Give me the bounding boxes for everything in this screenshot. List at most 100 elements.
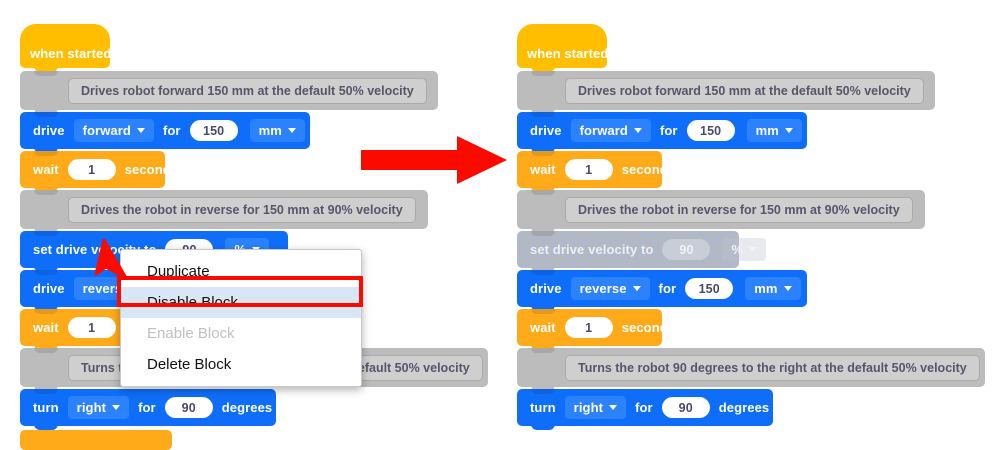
block-notch-top	[531, 389, 555, 394]
block-clipped-bottom[interactable]	[20, 430, 172, 450]
direction-dropdown[interactable]: reverse	[570, 277, 650, 300]
block-wait[interactable]: wait 1 seconds	[517, 309, 675, 350]
block-notch-top	[34, 112, 58, 117]
chevron-down-icon	[609, 405, 618, 410]
block-notch	[531, 342, 555, 350]
unit-dropdown[interactable]: mm	[746, 119, 802, 142]
unit-value: mm	[755, 123, 779, 138]
block-notch-top	[531, 151, 555, 156]
block-notch-top	[34, 231, 58, 236]
block-notch	[34, 145, 58, 153]
for-label: for	[138, 400, 156, 415]
block-notch-top	[531, 190, 555, 195]
menu-item-duplicate[interactable]: Duplicate	[147, 263, 210, 280]
block-notch-top	[34, 151, 58, 156]
turn-direction-dropdown[interactable]: right	[67, 396, 130, 419]
menu-item-delete-block[interactable]: Delete Block	[147, 356, 232, 373]
run-arrow-icon[interactable]	[814, 282, 825, 295]
block-wait[interactable]: wait 1 seconds	[517, 151, 675, 192]
turn-verb: turn	[530, 400, 556, 415]
wait-unit-label: seconds	[124, 162, 179, 177]
block-notch-top	[34, 348, 58, 353]
run-arrow-icon[interactable]	[815, 124, 826, 137]
unit-dropdown[interactable]: mm	[249, 119, 305, 142]
comment-block[interactable]: Drives robot forward 150 mm at the defau…	[20, 71, 438, 114]
block-drive-reverse[interactable]: drive reverse for 150 mm	[517, 270, 825, 311]
menu-item-disable-block[interactable]: Disable Block	[121, 287, 361, 318]
block-notch	[34, 422, 58, 430]
unit-dropdown[interactable]: mm	[745, 277, 801, 300]
comment-text: Drives the robot in reverse for 150 mm a…	[68, 196, 416, 223]
velocity-label: set drive velocity to	[530, 242, 654, 257]
unit-value: mm	[754, 281, 778, 296]
for-label: for	[635, 400, 653, 415]
block-notch	[531, 184, 555, 192]
block-drive-forward[interactable]: drive forward for 150 mm	[517, 112, 826, 153]
block-turn-right[interactable]: turn right for 90 degrees	[20, 389, 294, 430]
wait-seconds-input[interactable]: 1	[67, 159, 116, 180]
block-notch	[531, 383, 555, 391]
block-notch-top	[531, 71, 555, 76]
angle-unit-label: degrees	[718, 400, 770, 415]
block-set-drive-velocity-disabled[interactable]: set drive velocity to 90 %	[517, 231, 767, 272]
direction-dropdown[interactable]: forward	[73, 119, 154, 142]
velocity-unit-value: %	[731, 242, 744, 257]
block-notch-top	[34, 309, 58, 314]
run-arrow-icon[interactable]	[780, 401, 791, 414]
right-arrow-icon	[361, 136, 507, 184]
chevron-down-icon	[287, 128, 296, 133]
turn-direction-dropdown[interactable]: right	[564, 396, 627, 419]
distance-input[interactable]: 150	[685, 278, 734, 299]
drive-verb: drive	[33, 281, 65, 296]
chevron-down-icon	[783, 286, 792, 291]
chevron-down-icon	[136, 128, 145, 133]
block-notch	[531, 303, 555, 311]
block-notch-top	[34, 270, 58, 275]
block-notch-top	[531, 309, 555, 314]
wait-seconds-input[interactable]: 1	[564, 317, 613, 338]
comment-block[interactable]: Drives the robot in reverse for 150 mm a…	[20, 190, 428, 233]
mouse-pointer-icon	[94, 238, 128, 280]
angle-input[interactable]: 90	[661, 397, 710, 418]
block-notch	[34, 264, 58, 272]
angle-unit-label: degrees	[221, 400, 273, 415]
unit-value: mm	[258, 123, 282, 138]
block-when-started[interactable]: when started	[517, 24, 608, 72]
menu-item-enable-block: Enable Block	[147, 325, 235, 342]
block-notch	[531, 225, 555, 233]
velocity-unit-dropdown[interactable]: %	[722, 238, 767, 261]
chevron-down-icon	[632, 286, 641, 291]
run-arrow-icon[interactable]	[318, 124, 329, 137]
distance-input[interactable]: 150	[686, 120, 735, 141]
wait-verb: wait	[530, 320, 556, 335]
block-drive-forward[interactable]: drive forward for 150 mm	[20, 112, 329, 153]
wait-seconds-input[interactable]: 1	[564, 159, 613, 180]
block-notch	[34, 184, 58, 192]
wait-seconds-input[interactable]: 1	[67, 317, 116, 338]
block-notch	[531, 264, 555, 272]
block-notch-top	[531, 231, 555, 236]
block-label: when started	[30, 46, 112, 61]
block-notch	[34, 303, 58, 311]
comment-block[interactable]: Drives the robot in reverse for 150 mm a…	[517, 190, 925, 233]
distance-input[interactable]: 150	[189, 120, 238, 141]
block-when-started[interactable]: when started	[20, 24, 112, 72]
angle-input[interactable]: 90	[164, 397, 213, 418]
velocity-input[interactable]: 90	[662, 239, 711, 260]
for-label: for	[659, 123, 678, 138]
block-notch	[34, 383, 58, 391]
block-wait[interactable]: wait 1 seconds	[20, 151, 178, 192]
comment-block[interactable]: Turns the robot 90 degrees to the right …	[517, 348, 985, 391]
chevron-down-icon	[633, 128, 642, 133]
comment-block[interactable]: Drives robot forward 150 mm at the defau…	[517, 71, 935, 114]
turn-direction-value: right	[573, 400, 604, 415]
drive-verb: drive	[33, 123, 65, 138]
run-arrow-icon[interactable]	[283, 401, 294, 414]
block-turn-right[interactable]: turn right for 90 degrees	[517, 389, 791, 430]
turn-direction-value: right	[76, 400, 107, 415]
block-context-menu[interactable]: Duplicate Disable Block Enable Block Del…	[120, 249, 362, 387]
wait-verb: wait	[530, 162, 556, 177]
wait-verb: wait	[33, 320, 59, 335]
direction-dropdown[interactable]: forward	[570, 119, 651, 142]
